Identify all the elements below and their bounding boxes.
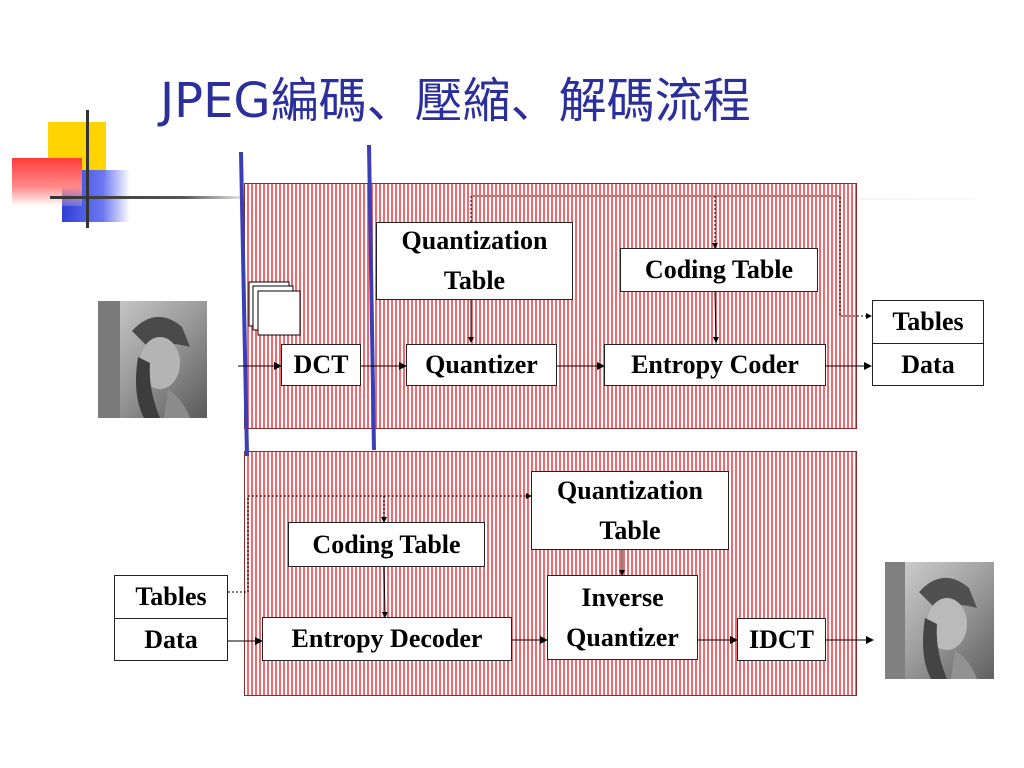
- output-data-label: Data: [901, 349, 955, 379]
- portrait-photo-icon: [885, 562, 994, 679]
- slide-decoration: [0, 0, 240, 240]
- input-data-label: Data: [144, 624, 198, 654]
- horizontal-rule: [50, 196, 240, 199]
- portrait-photo-icon: [98, 301, 207, 418]
- output-tables-box: Tables: [872, 300, 984, 344]
- entropy-decoder-box: Entropy Decoder: [262, 617, 512, 661]
- quantizer-label: Quantizer: [425, 350, 538, 379]
- encoder-coding-table-box: Coding Table: [620, 248, 818, 292]
- output-tables-label: Tables: [892, 307, 964, 336]
- entropy-coder-box: Entropy Coder: [604, 344, 826, 386]
- dct-box: DCT: [281, 344, 361, 386]
- output-data-box: Data: [872, 343, 984, 386]
- vertical-rule: [86, 110, 89, 228]
- inverse-quantizer-line1: Inverse: [581, 582, 664, 612]
- page-title: JPEG編碼、壓縮、解碼流程: [160, 73, 751, 129]
- inverse-quantizer-box: Inverse Quantizer: [547, 575, 698, 660]
- input-data-box: Data: [114, 618, 228, 661]
- inverse-quantizer-line2: Quantizer: [566, 622, 679, 652]
- divider-line-left: [239, 151, 249, 457]
- quantization-table-line1: Quantization: [557, 475, 703, 505]
- dct-label: DCT: [293, 350, 349, 379]
- quantization-table-line2: Table: [599, 515, 661, 545]
- encoder-panel: [244, 183, 857, 429]
- output-image: [885, 562, 994, 679]
- quantizer-box: Quantizer: [406, 344, 557, 386]
- idct-label: IDCT: [748, 624, 814, 654]
- quantization-table-line1: Quantization: [401, 226, 548, 255]
- quantization-table-line2: Table: [443, 266, 506, 295]
- coding-table-label: Coding Table: [312, 529, 461, 559]
- encoder-quantization-table-box: Quantization Table: [376, 222, 573, 300]
- decoder-coding-table-box: Coding Table: [288, 522, 485, 567]
- coding-table-label: Coding Table: [644, 255, 794, 284]
- entropy-coder-label: Entropy Coder: [631, 350, 799, 379]
- input-tables-label: Tables: [135, 582, 207, 611]
- divider-line-right: [367, 144, 376, 451]
- block-stack-icon: [248, 281, 301, 336]
- idct-box: IDCT: [737, 618, 826, 661]
- input-image: [98, 301, 207, 418]
- decoder-quantization-table-box: Quantization Table: [531, 471, 729, 550]
- entropy-decoder-label: Entropy Decoder: [291, 624, 483, 653]
- input-tables-box: Tables: [114, 575, 228, 619]
